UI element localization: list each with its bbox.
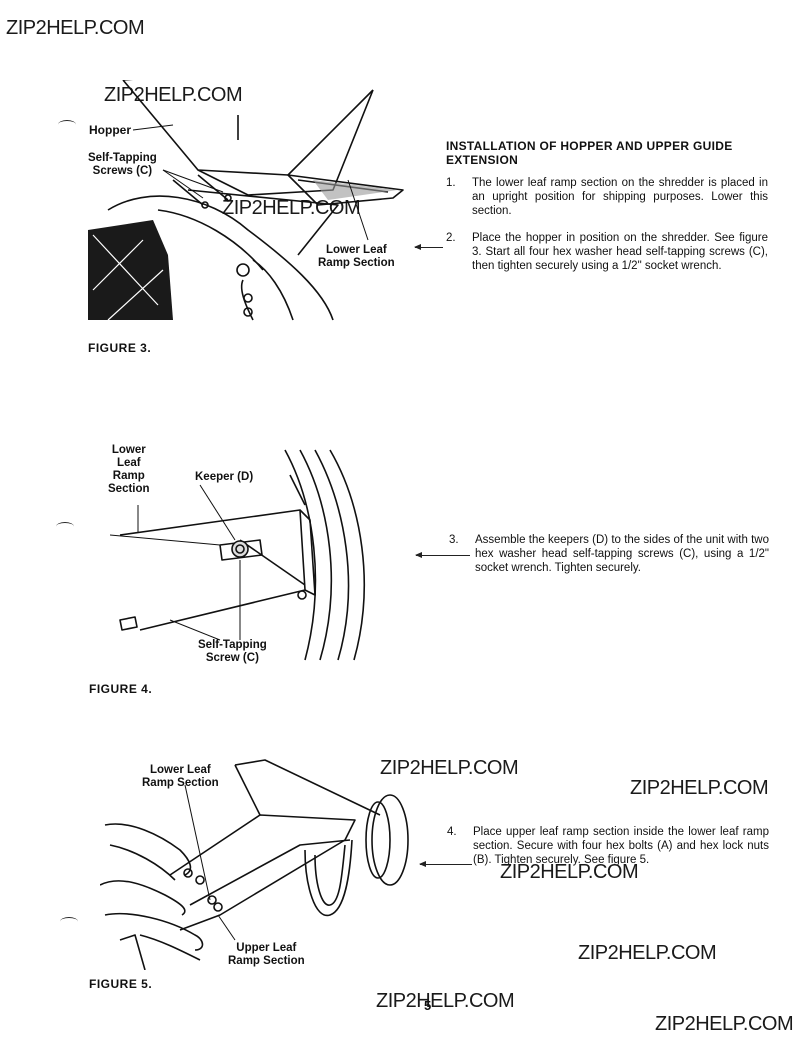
watermark-bottom-right: ZIP2HELP.COM	[655, 1013, 794, 1035]
figure-5-illustration	[100, 759, 409, 970]
figure-4-caption: FIGURE 4.	[89, 682, 153, 696]
binder-mark-1	[58, 120, 76, 129]
fig4-label-ramp: Lower Leaf Ramp Section	[108, 444, 150, 496]
step-1: 1. The lower leaf ramp section on the sh…	[446, 176, 768, 218]
watermark-step4: ZIP2HELP.COM	[500, 861, 639, 883]
fig5-label-upper-text: Upper Leaf Ramp Section	[228, 942, 305, 967]
watermark-top-left: ZIP2HELP.COM	[6, 17, 145, 39]
fig3-label-ramp-text: Lower Leaf Ramp Section	[318, 244, 395, 269]
fig4-label-screw-text: Self-Tapping Screw (C)	[198, 639, 267, 664]
page-number: 5	[424, 998, 432, 1013]
fig5-label-upper: Upper Leaf Ramp Section	[228, 942, 305, 968]
fig3-label-screws: Self-Tapping Screws (C)	[88, 152, 157, 178]
step-3: 3. Assemble the keepers (D) to the sides…	[449, 533, 769, 575]
step-2-number: 2.	[446, 232, 456, 244]
step-1-number: 1.	[446, 177, 456, 189]
watermark-fig3-top: ZIP2HELP.COM	[104, 84, 243, 106]
fig3-label-screws-text: Self-Tapping Screws (C)	[88, 152, 157, 177]
step-2-arrow	[414, 244, 443, 250]
step-4: 4. Place upper leaf ramp section inside …	[447, 825, 769, 867]
watermark-right-2: ZIP2HELP.COM	[578, 942, 717, 964]
fig4-label-keeper: Keeper (D)	[195, 471, 254, 483]
section-heading: INSTALLATION OF HOPPER AND UPPER GUIDE E…	[446, 139, 733, 167]
step-3-text: Assemble the keepers (D) to the sides of…	[475, 534, 769, 574]
figure-3-caption: FIGURE 3.	[88, 341, 152, 355]
watermark-fig5-top: ZIP2HELP.COM	[380, 757, 519, 779]
fig4-label-ramp-text: Lower Leaf Ramp Section	[108, 444, 150, 495]
figure-4-illustration	[110, 449, 366, 661]
figure-3-illustration	[88, 80, 404, 321]
step-3-number: 3.	[449, 534, 459, 546]
fig3-label-ramp: Lower Leaf Ramp Section	[318, 244, 395, 270]
watermark-fig3-mid: ZIP2HELP.COM	[222, 197, 361, 219]
step-1-text: The lower leaf ramp section on the shred…	[472, 177, 768, 217]
fig5-label-lower: Lower Leaf Ramp Section	[142, 764, 219, 790]
step-4-arrow	[419, 861, 472, 867]
fig3-label-hopper: Hopper	[89, 123, 131, 137]
step-4-number: 4.	[447, 826, 457, 838]
step-2: 2. Place the hopper in position on the s…	[446, 231, 768, 273]
fig5-label-lower-text: Lower Leaf Ramp Section	[142, 764, 219, 789]
step-2-text: Place the hopper in position on the shre…	[472, 232, 768, 272]
watermark-right-1: ZIP2HELP.COM	[630, 777, 769, 799]
step-4-text: Place upper leaf ramp section inside the…	[473, 826, 769, 866]
figure-5-caption: FIGURE 5.	[89, 977, 153, 991]
binder-mark-3	[60, 917, 78, 926]
watermark-bottom-center: ZIP2HELP.COM	[376, 990, 515, 1012]
binder-mark-2	[56, 522, 74, 531]
step-3-arrow	[415, 552, 470, 558]
fig4-label-screw: Self-Tapping Screw (C)	[198, 639, 267, 665]
